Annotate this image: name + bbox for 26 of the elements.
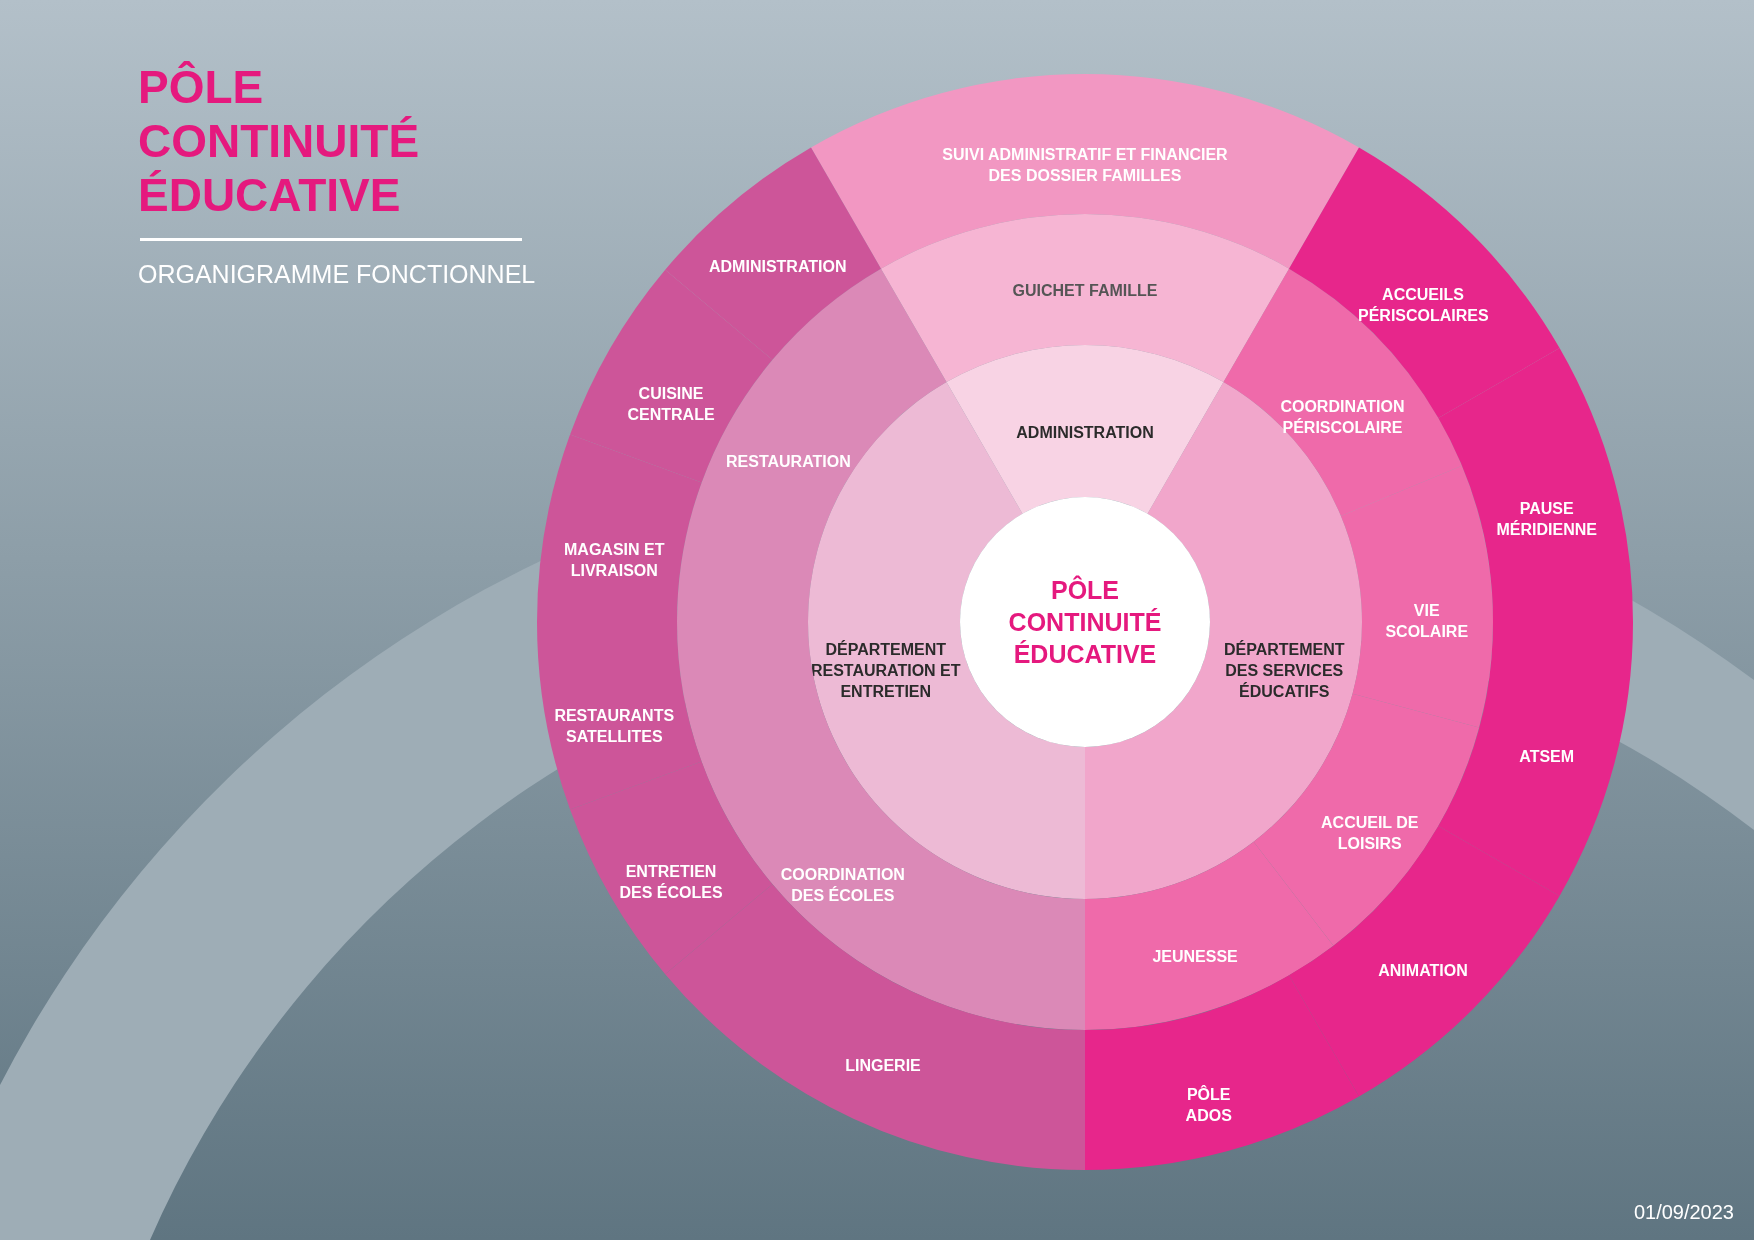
segment-label: ACCUEIL DE LOISIRS (1320, 813, 1420, 855)
center-title: PÔLE CONTINUITÉ ÉDUCATIVE (1007, 574, 1163, 670)
segment-label: PAUSE MÉRIDIENNE (1495, 499, 1598, 541)
segment-label: JEUNESSE (1151, 947, 1239, 968)
segment-label: ACCUEILS PÉRISCOLAIRES (1358, 285, 1488, 326)
segment-label: ENTRETIEN DES ÉCOLES (618, 862, 724, 903)
segment-label: ADMINISTRATION (1015, 423, 1155, 443)
segment-label: ANIMATION (1377, 961, 1469, 981)
segment-label: COORDINATION PÉRISCOLAIRE (1279, 397, 1406, 439)
segment-label: DÉPARTEMENT DES SERVICES ÉDUCATIFS (1222, 639, 1346, 703)
segment-label: RESTAURATION (725, 451, 852, 472)
segment-label: GUICHET FAMILLE (1011, 280, 1159, 301)
segment-label: LINGERIE (844, 1056, 922, 1077)
segment-label: SUIVI ADMINISTRATIF ET FINANCIER DES DOSSIER FAMILLES (941, 145, 1229, 186)
segment-label: MAGASIN ET LIVRAISON (563, 540, 666, 581)
subtitle: ORGANIGRAMME FONCTIONNEL (138, 260, 536, 289)
segment-label: VIE SCOLAIRE (1384, 600, 1470, 642)
segment-label: DÉPARTEMENT RESTAURATION ET ENTRETIEN (810, 639, 961, 703)
segment-label: RESTAURANTS SATELLITES (553, 706, 676, 747)
page-title: PÔLE CONTINUITÉ ÉDUCATIVE (138, 60, 421, 222)
segment-label: ADMINISTRATION (708, 256, 848, 277)
segment-label: PÔLE ADOS (1184, 1084, 1233, 1126)
segment-label: COORDINATION DES ÉCOLES (779, 865, 906, 907)
segment-label: ATSEM (1518, 746, 1576, 767)
segment-label: CUISINE CENTRALE (626, 384, 716, 425)
date-label: 01/09/2023 (1633, 1201, 1734, 1224)
